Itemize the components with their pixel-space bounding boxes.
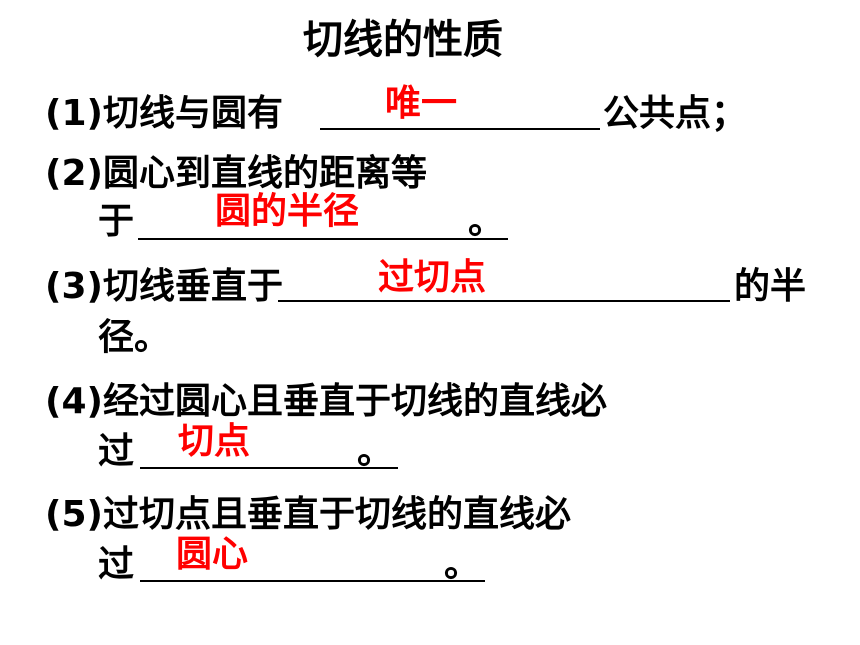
item-1-suffix: 公共点； — [603, 93, 748, 134]
item-4-suffix: 。 — [357, 431, 394, 472]
item-4-blank — [140, 467, 398, 469]
slide-title: 切线的性质 — [303, 17, 503, 63]
item-5-text-line2: 过 — [98, 544, 135, 585]
item-2-text: (2)圆心到直线的距离等 — [45, 153, 427, 194]
item-3-answer: 过切点 — [378, 257, 487, 298]
item-1-answer: 唯一 — [385, 83, 458, 124]
item-2-suffix: 。 — [468, 201, 505, 242]
item-3-text-line2: 径。 — [98, 317, 171, 358]
item-2-answer: 圆的半径 — [215, 191, 360, 232]
item-5-text: (5)过切点且垂直于切线的直线必 — [45, 494, 571, 535]
item-3-suffix: 的半 — [734, 266, 807, 307]
item-1-blank — [320, 128, 600, 130]
item-1-text: (1)切线与圆有 — [45, 93, 283, 134]
item-4-text: (4)经过圆心且垂直于切线的直线必 — [45, 381, 607, 422]
item-4-text-line2: 过 — [98, 431, 135, 472]
item-2-blank — [138, 238, 508, 240]
item-2-text-line2: 于 — [98, 201, 135, 242]
item-5-blank — [140, 580, 485, 582]
item-3-text: (3)切线垂直于 — [45, 266, 283, 307]
item-5-suffix: 。 — [444, 544, 481, 585]
item-5-answer: 圆心 — [176, 534, 249, 575]
item-4-answer: 切点 — [178, 421, 251, 462]
item-3-blank — [278, 300, 730, 302]
